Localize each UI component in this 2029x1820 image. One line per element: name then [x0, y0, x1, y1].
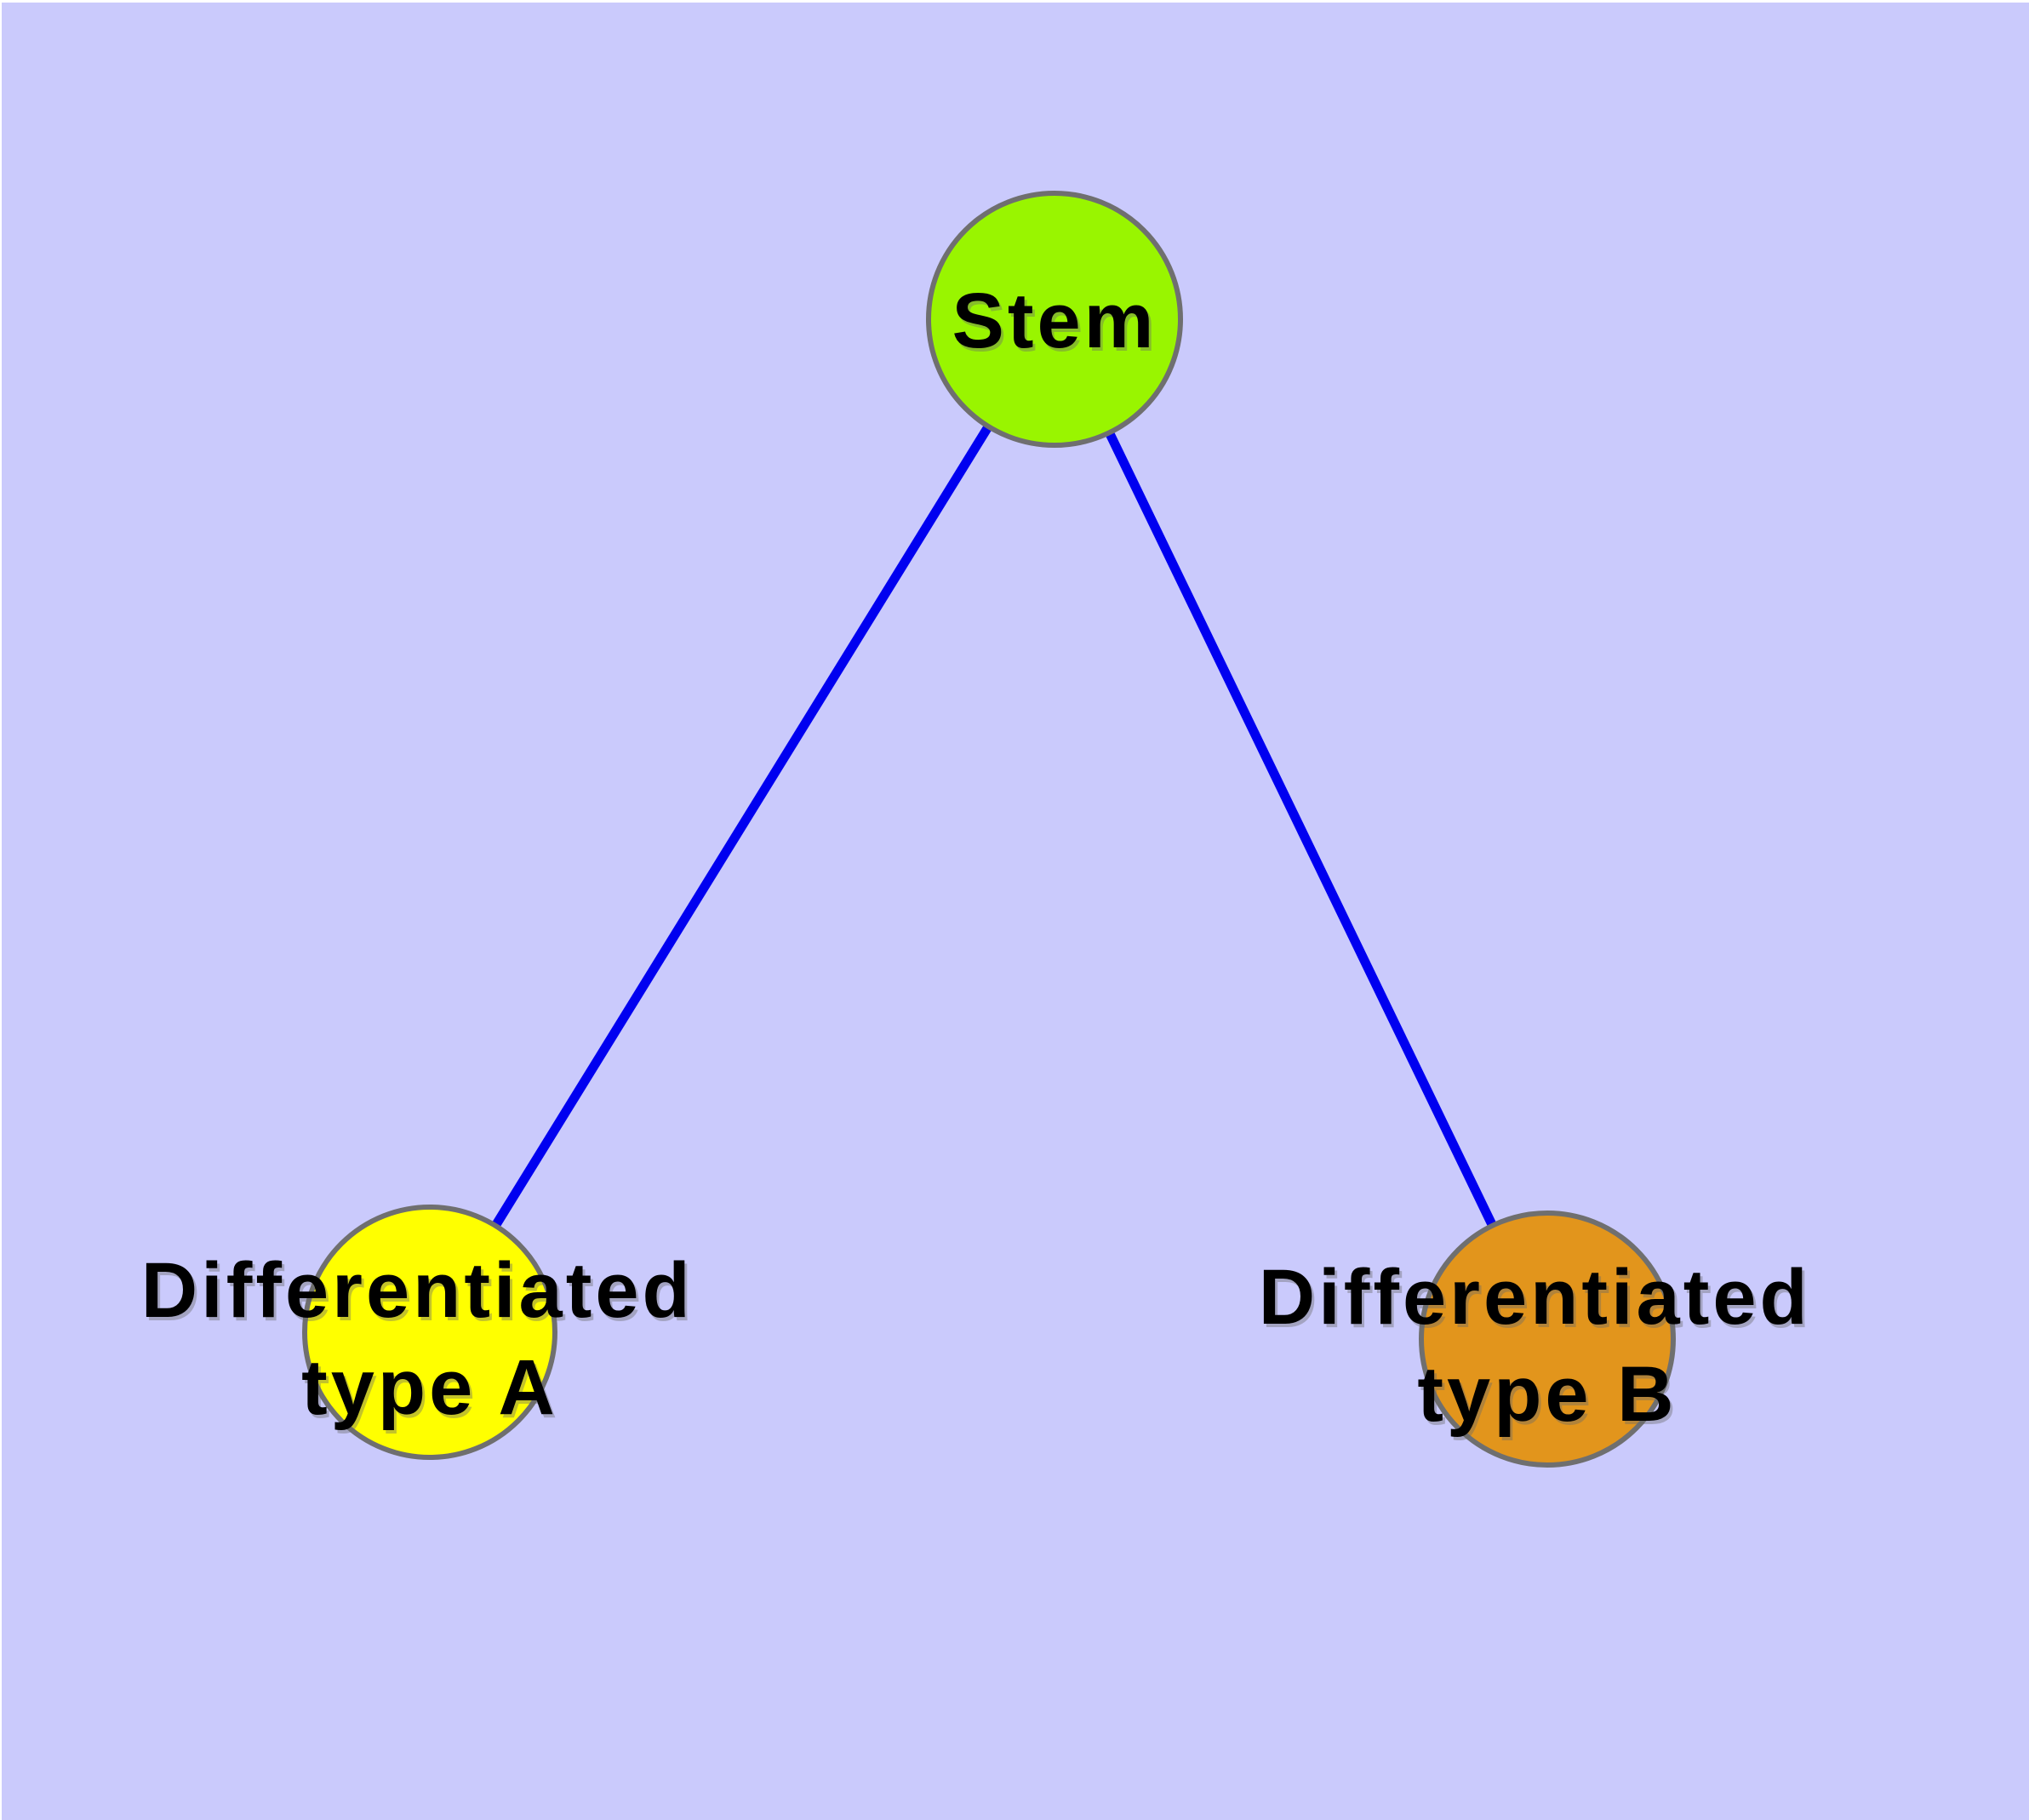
- node-stem: Stem: [926, 191, 1183, 448]
- node-typeB-circle: [1419, 1210, 1676, 1468]
- edge-stem-to-typeB: [1050, 317, 1552, 1342]
- node-differentiated-type-a: Differentiated type A: [141, 1205, 719, 1460]
- edge-stem-to-typeA: [426, 317, 1059, 1335]
- node-stem-label: Stem: [952, 278, 1157, 364]
- node-typeA-label-line2: type A: [301, 1344, 558, 1431]
- node-typeB-label-line2: type B: [1417, 1351, 1677, 1438]
- node-differentiated-type-b: Differentiated type B: [1259, 1210, 1837, 1468]
- node-typeB-label-line1: Differentiated: [1259, 1254, 1811, 1341]
- node-typeB-label: Differentiated type B: [1259, 1254, 1837, 1438]
- node-typeA-label-line1: Differentiated: [141, 1247, 694, 1334]
- node-stem-circle: [926, 191, 1183, 448]
- node-typeA-circle: [302, 1205, 557, 1460]
- node-typeA-label: Differentiated type A: [141, 1247, 719, 1431]
